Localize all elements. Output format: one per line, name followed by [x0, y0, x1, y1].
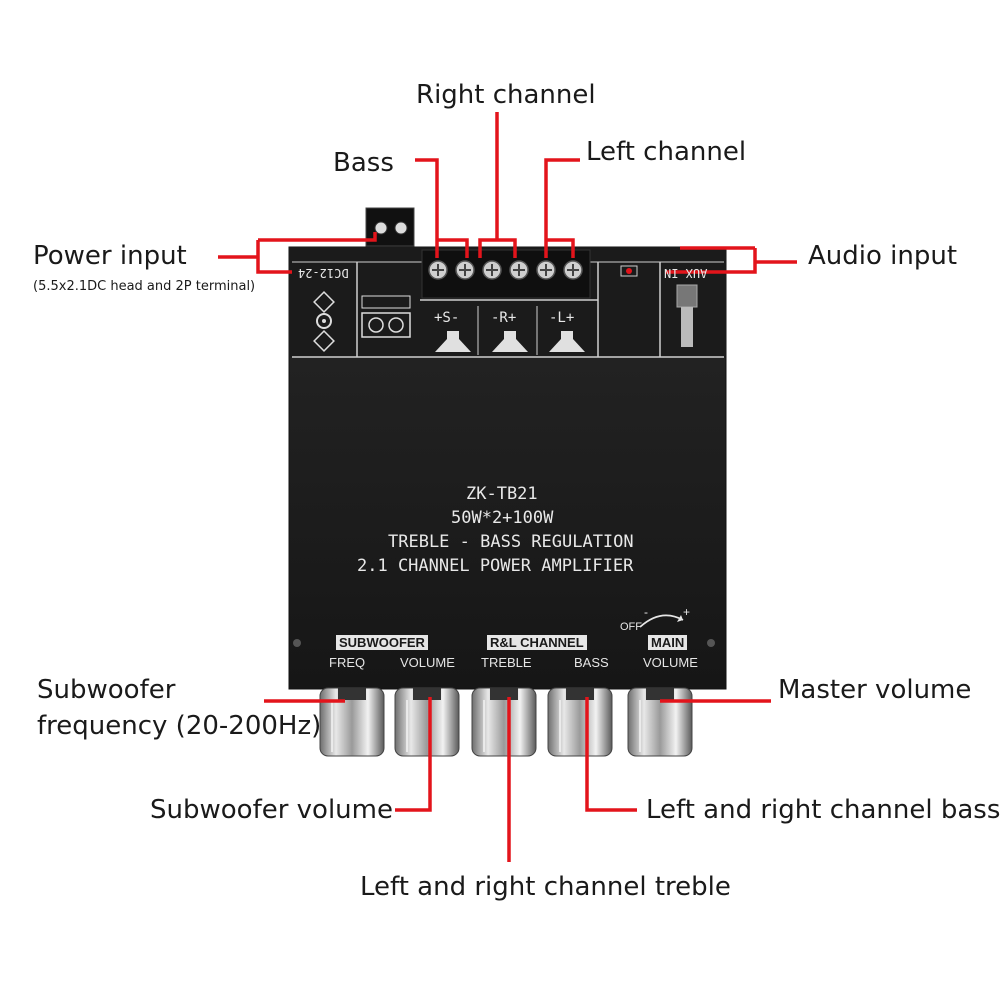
terminal-screw: [428, 260, 448, 280]
board-subwoofer-header: SUBWOOFER: [336, 635, 428, 650]
terminal-screw: [536, 260, 556, 280]
board-terminal-r: -R+: [491, 310, 517, 326]
board-main-volume-label: VOLUME: [643, 655, 698, 670]
rotary-knob[interactable]: [319, 687, 385, 757]
leader-right-channel: [478, 112, 517, 258]
board-line3: TREBLE - BASS REGULATION: [388, 532, 634, 552]
label-subwoofer-frequency-line1: Subwoofer: [37, 675, 176, 705]
speaker-icon: [549, 331, 585, 352]
board-terminal-l: -L+: [549, 310, 575, 326]
board-treble-label: TREBLE: [481, 655, 532, 670]
rotary-knob[interactable]: [547, 687, 613, 757]
board-main-header: MAIN: [648, 635, 688, 650]
board-aux-label: AUX IN: [664, 266, 708, 280]
board-volume-label: VOLUME: [400, 655, 455, 670]
label-power-input-note: (5.5x2.1DC head and 2P terminal): [33, 279, 256, 294]
speaker-icon: [492, 331, 528, 352]
board-terminal-s: +S-: [434, 310, 460, 326]
label-audio-input: Audio input: [808, 241, 958, 271]
board-line4: 2.1 CHANNEL POWER AMPLIFIER: [357, 556, 634, 576]
rotary-knob[interactable]: [627, 687, 693, 757]
dc-jack-icon: [316, 313, 332, 329]
board-plus: +: [683, 605, 691, 619]
board-power: 50W*2+100W: [451, 508, 554, 528]
terminal-screw: [563, 260, 583, 280]
board-rl-header: R&L CHANNEL: [487, 635, 587, 650]
label-bass: Bass: [333, 148, 394, 178]
terminal-screw: [482, 260, 502, 280]
board-minus: -: [644, 605, 648, 619]
speaker-terminal-block: [421, 249, 591, 299]
board-freq-label: FREQ: [329, 655, 366, 670]
terminal-screw: [509, 260, 529, 280]
label-subwoofer-frequency-line2: frequency (20-200Hz): [37, 711, 322, 741]
label-left-channel: Left channel: [586, 137, 747, 167]
terminal-plus-minus-icon: [361, 312, 411, 338]
terminal-screw: [455, 260, 475, 280]
leader-audio-input: [665, 246, 797, 274]
label-power-input: Power input: [33, 241, 187, 271]
board-dc-label: DC12-24: [298, 266, 349, 280]
leader-subwoofer-volume: [395, 697, 432, 812]
aux-jack-icon: [676, 284, 698, 308]
label-subwoofer-volume: Subwoofer volume: [150, 795, 393, 825]
label-right-channel: Right channel: [416, 80, 596, 110]
label-lr-bass: Left and right channel bass: [646, 795, 1001, 825]
leader-left-channel: [544, 158, 580, 258]
speaker-icon: [435, 331, 471, 352]
rotary-knob[interactable]: [394, 687, 460, 757]
rotary-knob[interactable]: [471, 687, 537, 757]
board-model: ZK-TB21: [466, 484, 538, 504]
leader-lr-bass: [585, 697, 637, 812]
board-off-label: OFF: [620, 621, 642, 633]
board-bass-label: BASS: [574, 655, 609, 670]
leader-power-input: [218, 232, 377, 274]
label-lr-treble: Left and right channel treble: [360, 872, 731, 902]
label-master-volume: Master volume: [778, 675, 972, 705]
leader-bass: [415, 158, 469, 258]
